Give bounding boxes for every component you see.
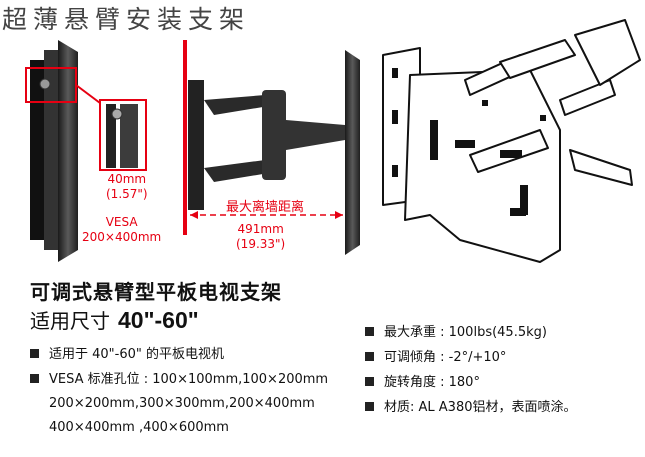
reach-label: 最大离墙距离 (226, 200, 305, 215)
mount-3d-drawing (382, 19, 641, 263)
product-title: 可调式悬臂型平板电视支架 (30, 280, 282, 304)
spec-right-item: 可调倾角 : -2°/+10° (365, 350, 506, 366)
wall-gap-dim: 40mm (1.57") (106, 172, 148, 202)
reach-arrow-left (190, 211, 198, 219)
spec-right-item: 最大承重 : 100lbs(45.5kg) (365, 325, 547, 341)
spec-left-item: VESA 标准孔位 : 100×100mm,100×200mm (30, 372, 328, 388)
reach-arrow-right (335, 211, 343, 219)
spec-right-item: 材质: AL A380铝材，表面喷涂。 (365, 400, 577, 416)
subtitle-prefix: 适用尺寸 (30, 309, 110, 333)
reach-inch: (19.33") (236, 237, 286, 251)
wall-plate-side (30, 60, 51, 240)
page-title: 超薄悬臂安装支架 (2, 5, 251, 34)
zoom-box-large (99, 99, 147, 171)
size-range: 40"-60" (118, 307, 199, 333)
vesa-label: VESA (105, 215, 138, 229)
spec-text: 适用于 40"-60" 的平板电视机 (49, 347, 224, 362)
bullet-icon (365, 352, 374, 361)
zoom-connector (75, 84, 101, 104)
spec-text: VESA 标准孔位 : 100×100mm,100×200mm (49, 372, 329, 387)
wall-line-red (183, 40, 187, 235)
bullet-icon (30, 374, 39, 383)
vesa-line: 200×200mm,300×300mm,200×400mm (49, 396, 315, 411)
product-subtitle: 适用尺寸 40"-60" (30, 305, 199, 334)
spec-text: 最大承重 : 100lbs(45.5kg) (384, 325, 547, 340)
spec-text: 材质: AL A380铝材，表面喷涂。 (384, 400, 577, 415)
reach-dim: 491mm (19.33") (236, 222, 285, 252)
vesa-line: 400×400mm ,400×600mm (49, 420, 229, 435)
vesa-dim: VESA 200×400mm (82, 215, 161, 245)
bullet-icon (365, 377, 374, 386)
zoom-detail (106, 104, 138, 168)
extended-arm-side (188, 50, 360, 255)
spec-text: 可调倾角 : -2°/+10° (384, 350, 507, 365)
wall-gap-inch: (1.57") (106, 187, 148, 201)
mount-3d-holes (392, 68, 546, 216)
reach-mm: 491mm (237, 222, 284, 236)
bullet-icon (365, 327, 374, 336)
wall-gap-mm: 40mm (107, 172, 147, 186)
bullet-icon (30, 349, 39, 358)
bullet-icon (365, 402, 374, 411)
spec-right-item: 旋转角度 : 180° (365, 375, 480, 391)
side-view-tv (44, 40, 78, 262)
spec-left-item: 适用于 40"-60" 的平板电视机 (30, 347, 224, 363)
vesa-size: 200×400mm (82, 230, 162, 244)
spec-text: 旋转角度 : 180° (384, 375, 480, 390)
